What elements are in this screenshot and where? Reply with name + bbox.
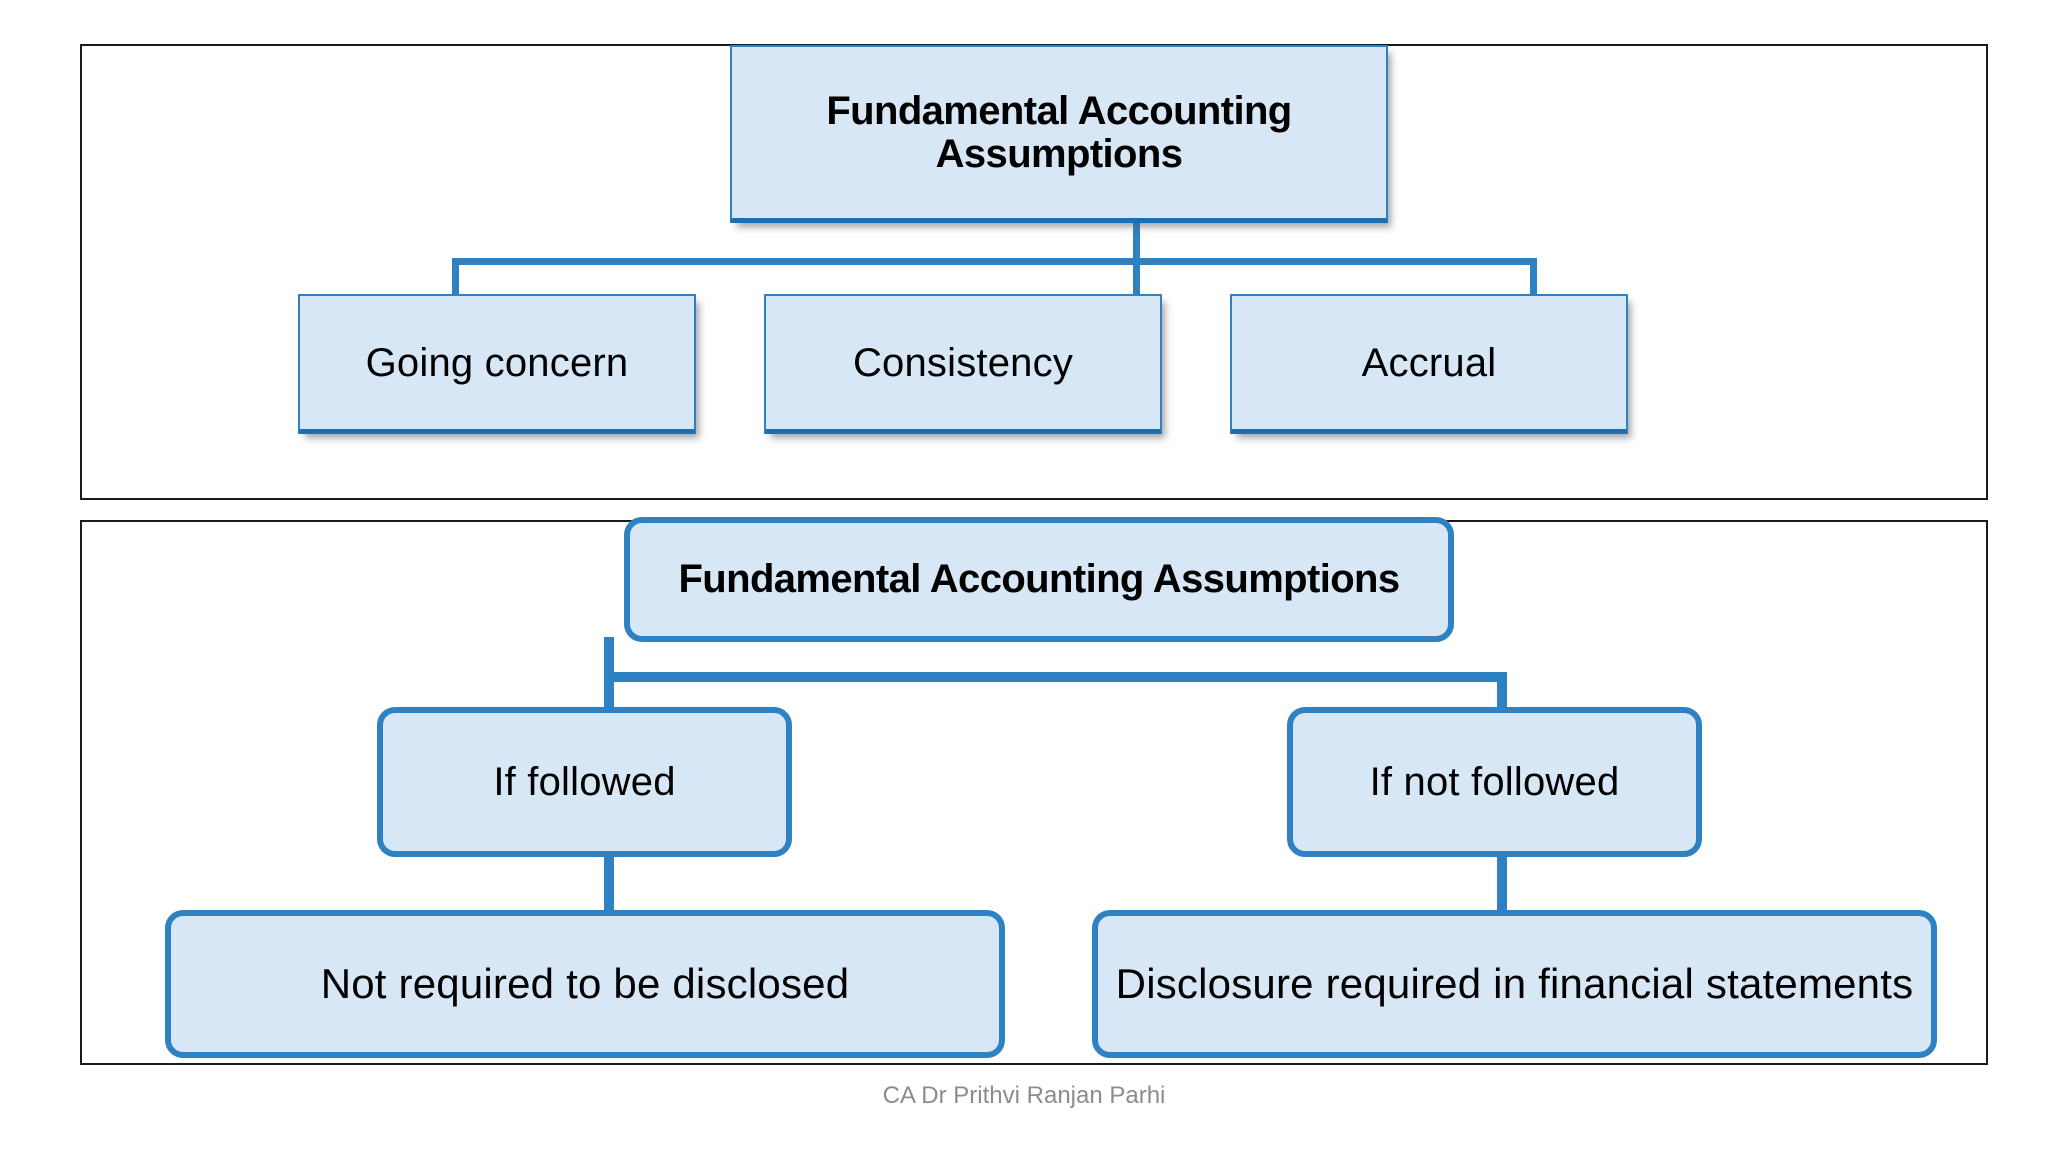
top-connector-horizontal-bus (452, 258, 1537, 265)
top-child-box-consistency[interactable]: Consistency (764, 294, 1162, 434)
footer-credit: CA Dr Prithvi Ranjan Parhi (882, 1082, 1166, 1109)
bottom-outcome-label-disclosure-required: Disclosure required in financial stateme… (1115, 959, 1914, 1007)
top-connector-drop-right (1530, 258, 1537, 303)
bottom-diagram-panel: Fundamental Accounting Assumptions If fo… (80, 517, 1988, 1065)
top-child-label-accrual: Accrual (1361, 340, 1497, 385)
top-connector-drop-left (452, 258, 459, 303)
bottom-connector-root-stem (604, 637, 614, 679)
top-connector-root-stem (1133, 221, 1140, 264)
bottom-connector-right-branch-stem (1497, 852, 1507, 914)
bottom-outcome-box-disclosure-required[interactable]: Disclosure required in financial stateme… (1092, 910, 1937, 1058)
bottom-connector-drop-left (604, 672, 614, 714)
bottom-condition-box-if-followed[interactable]: If followed (377, 707, 792, 857)
bottom-outcome-label-not-required: Not required to be disclosed (320, 959, 850, 1007)
bottom-connector-horizontal-bus (604, 672, 1507, 682)
top-connector-drop-middle (1133, 258, 1140, 303)
bottom-condition-label-if-not-followed: If not followed (1369, 760, 1620, 804)
top-child-box-accrual[interactable]: Accrual (1230, 294, 1628, 434)
bottom-condition-box-if-not-followed[interactable]: If not followed (1287, 707, 1702, 857)
top-child-label-consistency: Consistency (852, 340, 1074, 385)
bottom-connector-left-branch-stem (604, 852, 614, 914)
top-root-label: Fundamental Accounting Assumptions (826, 88, 1292, 176)
bottom-root-box[interactable]: Fundamental Accounting Assumptions (624, 517, 1454, 642)
top-root-box[interactable]: Fundamental Accounting Assumptions (730, 45, 1388, 223)
bottom-outcome-box-not-required[interactable]: Not required to be disclosed (165, 910, 1005, 1058)
top-child-box-going-concern[interactable]: Going concern (298, 294, 696, 434)
bottom-connector-drop-right (1497, 672, 1507, 714)
bottom-condition-label-if-followed: If followed (493, 760, 676, 804)
bottom-root-label: Fundamental Accounting Assumptions (678, 557, 1400, 602)
top-child-label-going-concern: Going concern (365, 340, 629, 385)
top-diagram-panel: Fundamental Accounting Assumptions Going… (80, 44, 1988, 500)
